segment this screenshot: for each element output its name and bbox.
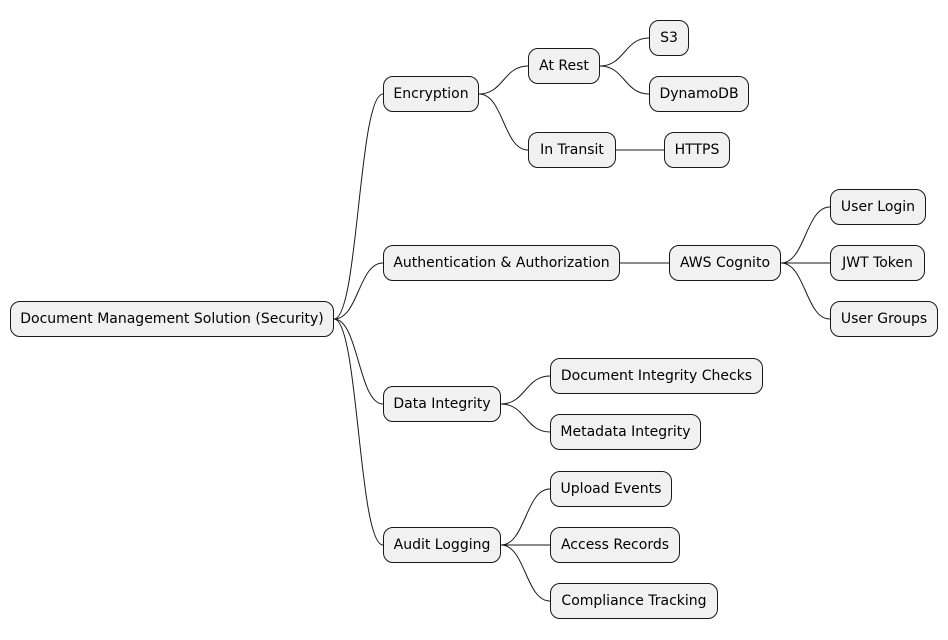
node-dynamodb: DynamoDB <box>649 76 749 112</box>
node-aws-cognito: AWS Cognito <box>669 245 781 281</box>
node-at-rest: At Rest <box>528 48 600 84</box>
edge-root-authentication <box>333 262 384 320</box>
edge-root-encryption <box>333 93 384 320</box>
edge-encryption-in-transit <box>478 93 529 151</box>
node-in-transit: In Transit <box>528 132 616 168</box>
edge-at-rest-dynamodb <box>599 65 650 95</box>
node-root: Document Management Solution (Security) <box>10 301 334 337</box>
edge-data-integrity-document-checks <box>500 375 551 405</box>
edge-root-data-integrity <box>333 318 384 405</box>
node-audit-logging: Audit Logging <box>383 527 501 563</box>
node-jwt-token: JWT Token <box>830 245 925 281</box>
node-user-groups: User Groups <box>830 301 938 337</box>
node-user-login: User Login <box>830 189 926 225</box>
node-authentication-authorization: Authentication & Authorization <box>383 245 620 281</box>
node-encryption: Encryption <box>383 76 479 112</box>
node-s3: S3 <box>649 20 689 56</box>
edge-audit-logging-compliance-tracking <box>500 544 551 602</box>
edge-aws-cognito-user-login <box>780 206 831 264</box>
edge-data-integrity-metadata <box>500 403 551 433</box>
edge-root-audit-logging <box>333 318 384 546</box>
edge-aws-cognito-user-groups <box>780 262 831 320</box>
node-https: HTTPS <box>664 132 730 168</box>
node-document-integrity-checks: Document Integrity Checks <box>550 358 763 394</box>
node-metadata-integrity: Metadata Integrity <box>550 414 701 450</box>
edge-encryption-at-rest <box>478 65 529 95</box>
edge-audit-logging-upload-events <box>500 488 551 546</box>
node-access-records: Access Records <box>550 527 680 563</box>
node-data-integrity: Data Integrity <box>383 386 501 422</box>
node-upload-events: Upload Events <box>550 471 672 507</box>
edge-at-rest-s3 <box>599 37 650 67</box>
node-compliance-tracking: Compliance Tracking <box>550 583 718 619</box>
